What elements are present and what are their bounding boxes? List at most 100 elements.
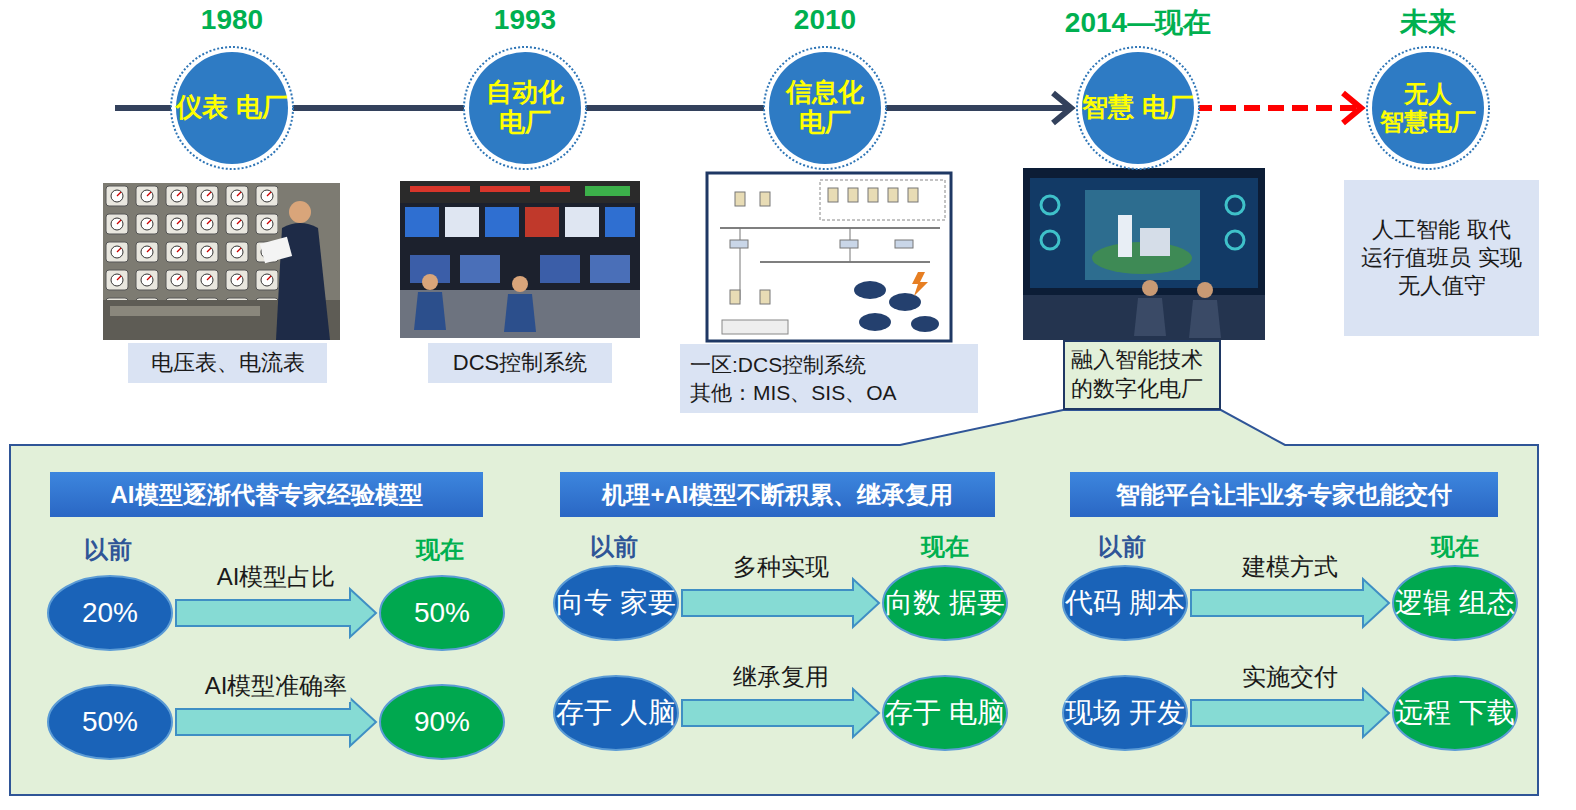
caption-box: 电压表、电流表 <box>128 343 327 383</box>
summary-panel: AI模型逐渐代替专家经验模型20%50%50%90%机理+AI模型不断积累、继承… <box>10 445 1538 795</box>
before-oval: 现场 开发 <box>1062 675 1188 751</box>
dcs-control-room-photo-part <box>540 255 580 283</box>
smart-plant-control-room-photo-part <box>1226 196 1244 214</box>
year-label: 2014—现在 <box>1065 4 1211 42</box>
dcs-control-room-photo-part <box>400 181 640 203</box>
era-circle: 2010信息化 电厂 <box>763 46 887 170</box>
dcs-control-room-photo-part <box>540 186 570 192</box>
network-topology-figure-part <box>848 188 858 202</box>
dcs-control-room-photo-part <box>485 207 519 237</box>
circle-fill <box>1082 52 1194 164</box>
dcs-control-room-photo-part <box>400 181 640 338</box>
network-topology-figure-part <box>820 180 945 220</box>
note-box: 人工智能 取代 运行值班员 实现 无人值守 <box>1344 180 1539 336</box>
network-topology-figure-part <box>720 227 940 229</box>
block-arrow <box>1191 689 1389 737</box>
node-text: 自动化 电厂 <box>463 78 587 138</box>
after-oval: 向数 据要 <box>882 565 1008 641</box>
era-circle: 未来无人 智慧电厂 <box>1366 46 1490 170</box>
node-text: 代码 脚本 <box>1065 588 1185 619</box>
caption-box: 一区:DCS控制系统 其他：MIS、SIS、OA <box>680 344 978 413</box>
smart-plant-control-room-photo-part <box>1226 231 1244 249</box>
instrument-panel-photo <box>103 183 340 340</box>
caption-box: DCS控制系统 <box>428 343 612 383</box>
network-topology-figure-part <box>760 290 770 304</box>
connector-path <box>682 689 879 737</box>
section-header: 智能平台让非业务专家也能交付 <box>1070 472 1498 517</box>
stage-label: 现在 <box>921 531 969 563</box>
timeline-connector <box>290 108 467 109</box>
connector-path <box>1191 579 1389 627</box>
network-topology-figure-part <box>859 313 891 331</box>
node-text: AI模型逐渐代替专家经验模型 <box>111 479 423 511</box>
instrument-panel-photo-part <box>260 237 292 264</box>
instrument-panel-photo-part <box>103 183 278 303</box>
oval-fill <box>48 576 172 650</box>
smart-plant-control-room-photo-part <box>1118 215 1132 257</box>
oval-fill <box>48 685 172 759</box>
node-text: 智能平台让非业务专家也能交付 <box>1116 479 1452 511</box>
dcs-control-room-photo-part <box>460 255 500 283</box>
oval-fill <box>554 566 678 640</box>
node-text: 信息化 电厂 <box>763 78 887 138</box>
dcs-control-room-photo-part <box>422 274 438 290</box>
node-text: 仪表 电厂 <box>176 93 287 123</box>
before-oval: 代码 脚本 <box>1062 565 1188 641</box>
dcs-control-room-photo-part <box>585 186 630 196</box>
oval-fill <box>554 676 678 750</box>
after-oval: 远程 下载 <box>1392 675 1518 751</box>
stage-label: 以前 <box>590 531 638 563</box>
network-topology-figure <box>707 173 951 341</box>
network-topology-figure-part <box>760 192 770 206</box>
connector-path <box>583 105 767 111</box>
after-oval: 50% <box>379 575 505 651</box>
node-text: 向专 家要 <box>556 588 676 619</box>
network-topology-figure-part <box>911 316 939 332</box>
smart-plant-control-room-photo-part <box>1134 298 1166 336</box>
dcs-control-room-photo-part <box>445 207 479 237</box>
smart-plant-control-room-photo-part <box>1023 168 1265 340</box>
connector-path <box>176 589 376 637</box>
dcs-control-room-photo-part <box>410 186 470 192</box>
circle-fill <box>176 52 288 164</box>
oval-fill <box>1393 676 1517 750</box>
dcs-control-room-photo-part <box>525 207 559 237</box>
year-label: 1993 <box>494 4 556 36</box>
panel-outline <box>10 410 1538 795</box>
node-text: 电压表、电流表 <box>151 348 305 378</box>
network-topology-figure-part <box>908 188 918 202</box>
connector-path <box>883 105 1070 111</box>
network-topology-figure-part <box>868 188 878 202</box>
oval-fill <box>883 566 1007 640</box>
block-arrow <box>1191 579 1389 627</box>
year-label: 未来 <box>1400 4 1456 42</box>
year-label: 1980 <box>201 4 263 36</box>
node-text: 融入智能技术 的数字化电厂 <box>1071 346 1213 403</box>
dcs-control-room-photo-part <box>512 276 528 292</box>
node-text: 远程 下载 <box>1395 698 1515 729</box>
node-text: 向数 据要 <box>885 588 1005 619</box>
network-topology-figure-part <box>730 290 740 304</box>
node-text: DCS控制系统 <box>453 348 587 378</box>
dcs-control-room-photo-part <box>590 255 630 283</box>
dcs-control-room-photo-part <box>504 294 536 332</box>
oval-fill <box>1063 566 1187 640</box>
node-text: 50% <box>82 707 138 738</box>
block-arrow <box>682 579 879 627</box>
timeline-stub-part <box>115 105 174 111</box>
smart-plant-control-room-photo-part <box>1041 231 1059 249</box>
after-oval: 90% <box>379 684 505 760</box>
network-topology-figure-part <box>740 228 741 300</box>
smart-plant-control-room-photo <box>1023 168 1265 340</box>
stage-label: 以前 <box>1098 531 1146 563</box>
node-text: 50% <box>414 598 470 629</box>
edge-label: AI模型准确率 <box>202 670 351 702</box>
smart-plant-control-room-photo-part <box>1142 280 1158 296</box>
oval-fill <box>1393 566 1517 640</box>
circle-ring <box>1077 47 1199 169</box>
oval-fill <box>883 676 1007 750</box>
stage-label: 以前 <box>84 534 132 566</box>
timeline-connector <box>583 108 767 109</box>
dcs-control-room-photo-part <box>405 207 439 237</box>
